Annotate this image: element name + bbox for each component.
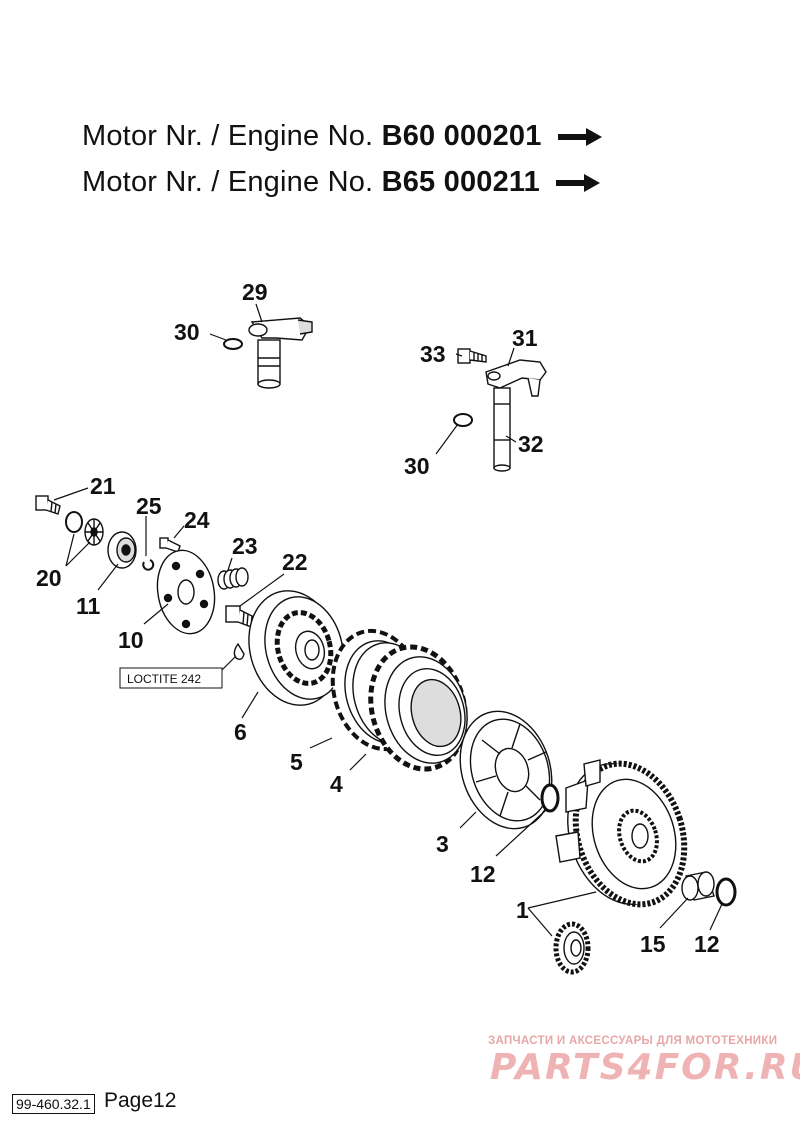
callout-12-middle: 12 <box>470 861 496 887</box>
callout-29: 29 <box>242 279 268 305</box>
callout-20: 20 <box>36 565 62 591</box>
callout-1: 1 <box>516 897 529 923</box>
callout-6: 6 <box>234 719 247 745</box>
callout-15: 15 <box>640 931 666 957</box>
circlip-25 <box>142 559 155 571</box>
callout-11: 11 <box>76 593 101 619</box>
callout-30-upper: 30 <box>174 319 200 345</box>
inner-clutch-hub-6 <box>248 590 344 706</box>
callout-3: 3 <box>436 831 449 857</box>
lock-washer-20b <box>84 518 104 546</box>
screw-24 <box>159 537 181 553</box>
release-shaft-32 <box>493 387 511 472</box>
pressure-plate-10 <box>156 549 216 635</box>
spring-23 <box>217 567 249 590</box>
clutch-disc-pack-4 <box>368 644 468 772</box>
right-arrow-icon <box>556 174 601 193</box>
washer-20a <box>65 511 83 533</box>
callout-30-lower: 30 <box>404 453 430 479</box>
o-ring-30-lower <box>453 413 473 427</box>
pressure-piece-11 <box>107 531 137 569</box>
callout-22: 22 <box>282 549 308 575</box>
engine-number-value-1: B60 000201 <box>381 120 542 152</box>
engine-number-prefix-1: Motor Nr. / Engine No. <box>82 120 382 152</box>
loctite-callout-box <box>119 667 223 689</box>
callout-10: 10 <box>118 627 144 653</box>
thrust-washer-12-right <box>715 877 737 907</box>
release-shaft-29 <box>248 317 313 389</box>
bushing-15 <box>681 871 715 901</box>
engine-number-prefix-2: Motor Nr. / Engine No. <box>82 166 382 198</box>
loctite-drop-icon <box>233 642 245 661</box>
callout-32: 32 <box>518 431 544 457</box>
page-footer: 99-460.32.1 Page12 <box>12 1089 176 1114</box>
engine-number-line-2: Motor Nr. / Engine No. B65 000211 <box>82 166 601 199</box>
thrust-washer-12-middle <box>540 783 560 813</box>
right-arrow-icon <box>557 128 602 147</box>
pressure-disc-3 <box>459 710 553 830</box>
bolt-21 <box>35 495 61 515</box>
document-code: 99-460.32.1 <box>12 1094 95 1114</box>
o-ring-30-upper <box>223 338 243 350</box>
callout-5: 5 <box>290 749 303 775</box>
engine-number-value-2: B65 000211 <box>381 166 540 198</box>
primary-gear-1 <box>553 921 591 975</box>
callout-12-right: 12 <box>694 931 720 957</box>
watermark-logo: PARTS4FOR.RU <box>490 1047 800 1088</box>
loctite-note: LOCTITE 242 <box>127 672 201 686</box>
screw-33 <box>457 348 487 364</box>
release-lever-31 <box>485 359 547 397</box>
callout-31: 31 <box>512 325 538 351</box>
callout-24: 24 <box>184 507 210 533</box>
callout-21: 21 <box>90 473 116 499</box>
watermark-tagline: ЗАПЧАСТИ И АКСЕССУАРЫ ДЛЯ МОТОТЕХНИКИ <box>488 1035 778 1047</box>
callout-33: 33 <box>420 341 446 367</box>
engine-number-line-1: Motor Nr. / Engine No. B60 000201 <box>82 120 602 153</box>
page-number: Page12 <box>104 1089 177 1112</box>
callout-25: 25 <box>136 493 162 519</box>
callout-4: 4 <box>330 771 343 797</box>
callout-23: 23 <box>232 533 258 559</box>
outer-clutch-basket <box>555 759 688 908</box>
